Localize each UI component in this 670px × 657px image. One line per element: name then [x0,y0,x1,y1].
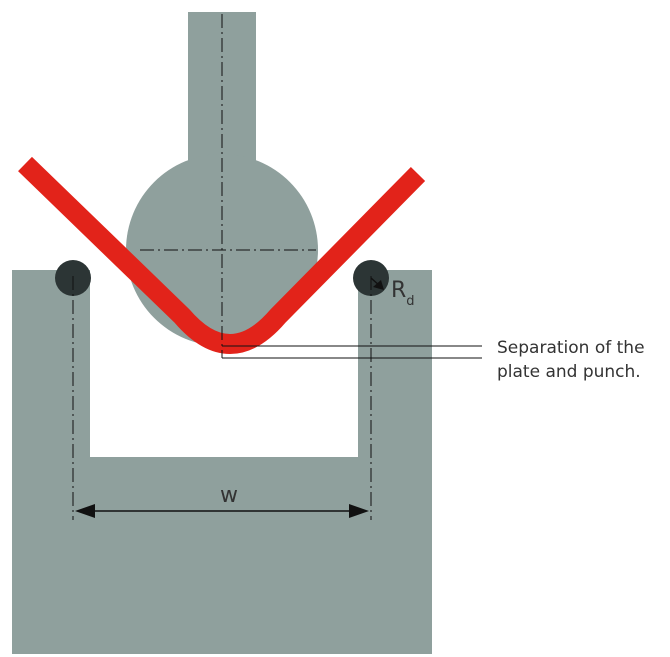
radius-arrowhead [373,280,384,290]
radius-label-sub: d [406,294,414,309]
width-arrow-left [75,504,95,518]
separation-label-line1: Separation of the [497,338,645,358]
die-body [12,270,432,654]
radius-label: Rd [391,278,415,309]
radius-label-main: R [391,278,406,303]
separation-label-line2: plate and punch. [497,362,641,382]
bent-plate [18,156,426,354]
width-label: w [220,483,238,508]
width-arrow-right [349,504,369,518]
